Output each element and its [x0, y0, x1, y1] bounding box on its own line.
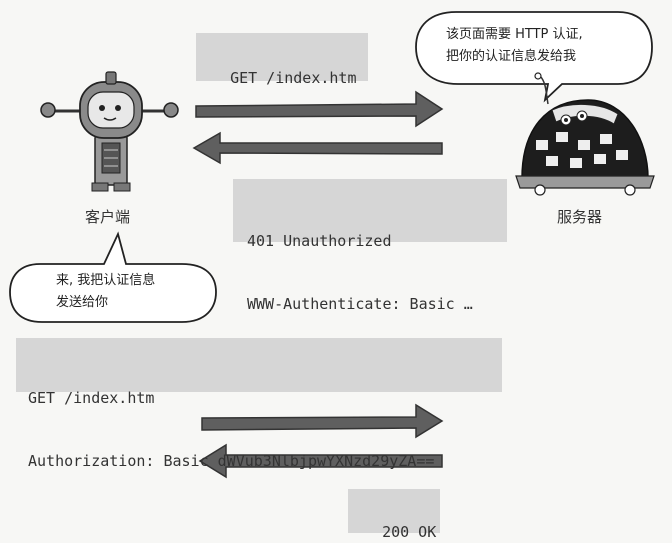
- response-arrow-2: [198, 443, 443, 479]
- request-arrow-1: [195, 90, 444, 128]
- client-speech-text: 来, 我把认证信息 发送给你: [56, 270, 155, 314]
- client-robot-illustration: [40, 71, 179, 192]
- client-speech-line-1: 来, 我把认证信息: [56, 273, 156, 288]
- server-speech-line-2: 把你的认证信息发给我: [446, 49, 577, 64]
- status-line: 200 OK: [382, 523, 437, 541]
- client-speech-bubble: [9, 231, 217, 323]
- request-arrow-2: [201, 403, 444, 439]
- server-label: 服务器: [557, 208, 603, 226]
- server-speech-line-1: 该页面需要 HTTP 认证,: [446, 27, 583, 42]
- server-robot-illustration: [515, 72, 655, 196]
- response-arrow-1: [192, 131, 443, 165]
- request-line: GET /index.htm: [230, 69, 357, 87]
- server-speech-text: 该页面需要 HTTP 认证, 把你的认证信息发给我: [446, 24, 583, 68]
- request-message-2: GET /index.htm Authorization: Basic dWVu…: [16, 338, 502, 470]
- client-label: 客户端: [85, 208, 131, 226]
- response-message-1: 401 Unauthorized WWW-Authenticate: Basic…: [233, 179, 507, 313]
- status-line: 401 Unauthorized: [247, 232, 392, 250]
- request-message-1: GET /index.htm: [196, 33, 368, 87]
- authorization-header: Authorization: Basic dWVub3NlbjpwYXNzd29…: [28, 452, 435, 470]
- request-line: GET /index.htm: [28, 389, 155, 407]
- response-message-2: 200 OK: [348, 489, 440, 541]
- client-speech-line-2: 发送给你: [56, 295, 109, 310]
- www-authenticate-header: WWW-Authenticate: Basic …: [247, 295, 473, 313]
